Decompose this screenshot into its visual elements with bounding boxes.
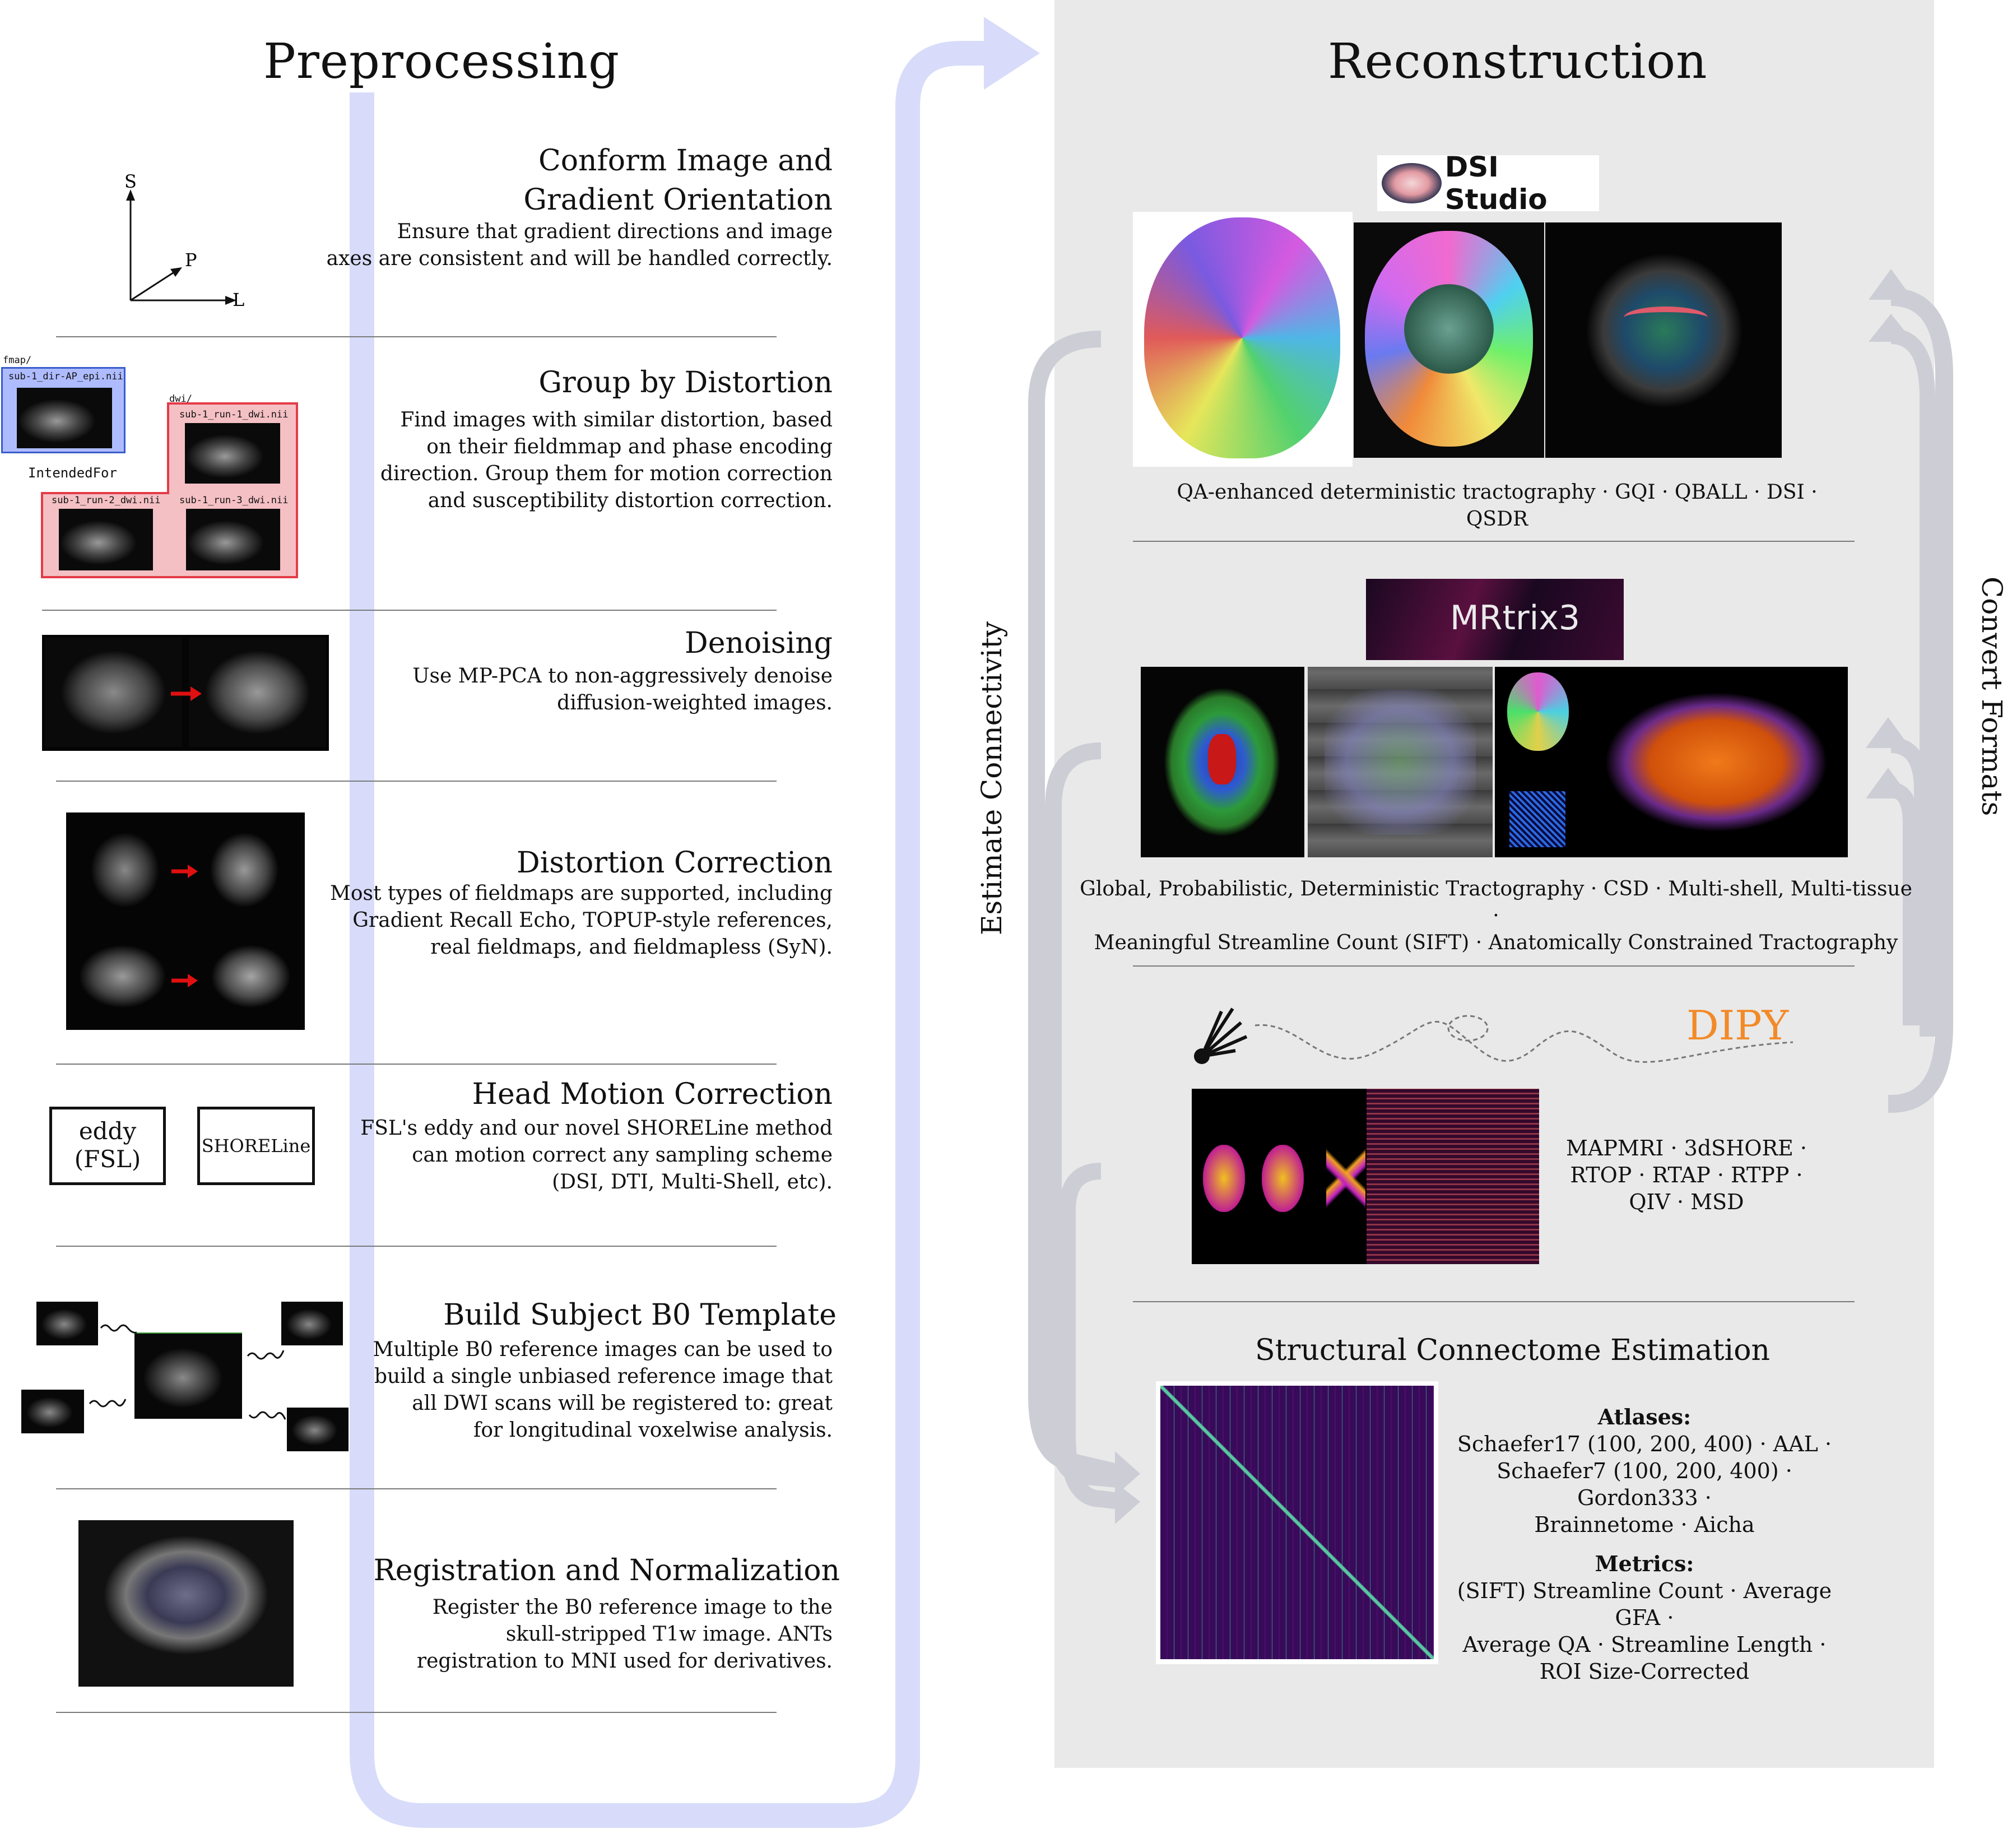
mrtrix-tissue-image: [1141, 667, 1304, 857]
axis-l-label: L: [233, 289, 244, 310]
atlases-label: Atlases:: [1597, 1404, 1692, 1429]
dipy-odf-image: [1192, 1089, 1539, 1264]
fmap-file-label: sub-1_dir-AP_epi.nii: [8, 371, 123, 382]
reconstruction-title: Reconstruction: [1328, 34, 1708, 90]
b0-desc: Multiple B0 reference images can be used…: [373, 1338, 833, 1442]
mrtrix-logo: MRtrix3: [1366, 579, 1624, 660]
run2-label: sub-1_run-2_dwi.nii: [52, 495, 161, 506]
dsi-tract-image: [1133, 212, 1353, 467]
fmap-box: sub-1_dir-AP_epi.nii: [1, 367, 126, 453]
dsi-atlas-image: [1354, 222, 1544, 458]
eddy-box: eddy (FSL): [49, 1107, 166, 1185]
connectome-info: Atlases: Schaefer17 (100, 200, 400) · AA…: [1434, 1404, 1855, 1685]
mrtrix-fod-image: [1308, 667, 1493, 857]
registration-title: Registration and Normalization: [373, 1554, 840, 1587]
b0-center-image: [134, 1332, 242, 1419]
dwi-dir-label: dwi/: [169, 393, 192, 405]
conform-desc: Ensure that gradient directions and imag…: [326, 220, 833, 270]
conform-title: Conform Image and Gradient Orientation: [523, 144, 833, 217]
distortion-image: [66, 812, 305, 1030]
divider: [1133, 541, 1855, 542]
convert-arrows: [1866, 269, 1953, 1113]
mrtrix-caption: Global, Probabilistic, Deterministic Tra…: [1080, 877, 1912, 954]
convert-formats-label: Convert Formats: [1976, 577, 2008, 816]
group-desc: Find images with similar distortion, bas…: [380, 408, 833, 512]
brain-logo-icon: [1382, 163, 1442, 203]
motion-title: Head Motion Correction: [472, 1078, 833, 1111]
b0-squiggles: [89, 1324, 286, 1420]
dsi-caption: QA-enhanced deterministic tractography ·…: [1177, 481, 1818, 531]
divider: [56, 781, 777, 782]
distortion-desc: Most types of fieldmaps are supported, i…: [330, 882, 833, 959]
divider: [56, 336, 777, 337]
divider: [56, 1488, 777, 1489]
axis-s-label: S: [124, 171, 137, 192]
denoise-image: [42, 635, 329, 751]
connectome-title: Structural Connectome Estimation: [1255, 1334, 1770, 1367]
denoise-title: Denoising: [685, 626, 833, 660]
metrics-label: Metrics:: [1595, 1551, 1694, 1576]
connectome-matrix: [1156, 1381, 1438, 1664]
run2-image: [59, 509, 153, 570]
registration-image: [78, 1520, 294, 1687]
divider: [56, 1064, 777, 1065]
estimate-connectivity-label: Estimate Connectivity: [975, 621, 1008, 935]
divider: [1133, 1301, 1855, 1302]
intendedfor-label: IntendedFor: [28, 465, 117, 481]
divider: [56, 1712, 777, 1713]
run3-label: sub-1_run-3_dwi.nii: [179, 495, 289, 506]
shoreline-box: SHORELine: [197, 1107, 315, 1185]
dsi-coronal-image: [1545, 222, 1782, 458]
divider: [42, 610, 777, 611]
connectivity-arrows: [1028, 331, 1140, 1524]
registration-desc: Register the B0 reference image to the s…: [416, 1596, 833, 1673]
run1-image: [185, 423, 280, 484]
dipy-logo-graphic: [1194, 1007, 1793, 1064]
denoise-desc: Use MP-PCA to non-aggressively denoise d…: [412, 665, 833, 714]
run3-image: [186, 509, 280, 570]
fmap-image: [17, 388, 112, 448]
b0-image: [281, 1302, 343, 1345]
divider: [1133, 965, 1855, 967]
mrtrix-streamlines-image: [1495, 667, 1848, 857]
motion-desc: FSL's eddy and our novel SHORELine metho…: [360, 1117, 833, 1194]
divider: [56, 1246, 777, 1247]
distortion-title: Distortion Correction: [517, 846, 833, 880]
dipy-caption: MAPMRI · 3dSHORE · RTOP · RTAP · RTPP · …: [1565, 1136, 1807, 1214]
axis-p-label: P: [185, 249, 197, 271]
preprocessing-title: Preprocessing: [263, 34, 620, 90]
b0-image: [287, 1408, 349, 1451]
run1-label: sub-1_run-1_dwi.nii: [179, 409, 289, 420]
b0-image: [36, 1302, 98, 1345]
b0-title: Build Subject B0 Template: [443, 1298, 837, 1332]
fmap-dir-label: fmap/: [3, 355, 32, 366]
b0-image: [21, 1390, 84, 1433]
dsi-studio-logo: DSI Studio: [1377, 151, 1599, 216]
dipy-logo: DIPY: [1686, 1002, 1789, 1049]
axes-diagram: S P L: [124, 171, 244, 310]
group-title: Group by Distortion: [538, 366, 833, 400]
